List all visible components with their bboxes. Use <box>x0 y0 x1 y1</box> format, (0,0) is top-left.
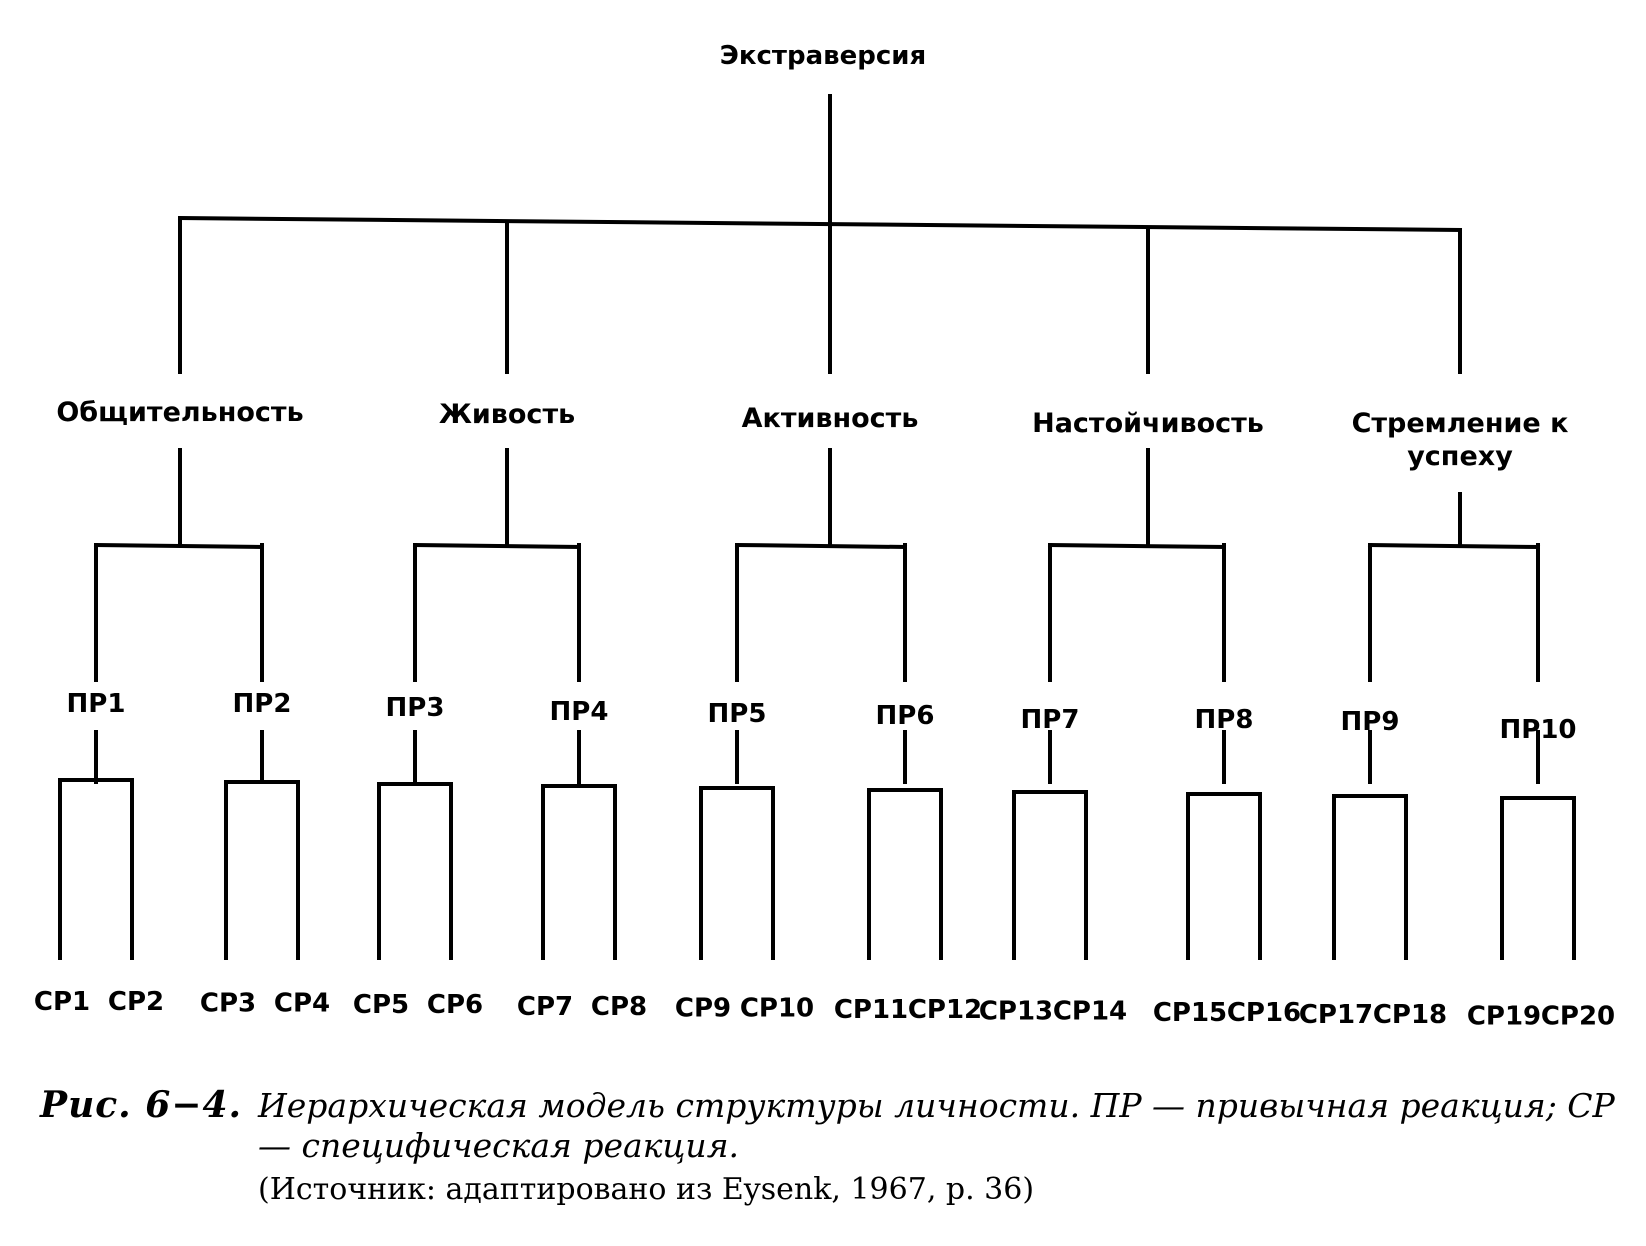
specific-label: СР6 <box>427 990 483 1020</box>
trait-bar <box>412 542 582 550</box>
specific-label: СР13 <box>979 997 1053 1027</box>
trait-bar <box>1367 542 1541 550</box>
habit-label: ПР4 <box>550 697 609 727</box>
specific-label: СР12 <box>908 995 982 1025</box>
habit-label: ПР6 <box>876 701 935 731</box>
specific-label: СР10 <box>740 993 814 1023</box>
trait-label: Настойчивость <box>1032 408 1264 439</box>
habit-label: ПР1 <box>67 689 126 719</box>
trait-label-line2: успеху <box>1407 441 1513 472</box>
specific-label: СР8 <box>591 992 647 1022</box>
specific-label: СР11 <box>834 995 908 1025</box>
specific-label: СР1 <box>34 987 90 1017</box>
figure-caption: Рис. 6−4. Иерархическая модель структуры… <box>40 1084 1620 1207</box>
habit-label: ПР3 <box>386 693 445 723</box>
root-bar <box>177 215 1463 233</box>
trait-label: Живость <box>439 399 575 430</box>
specific-label: СР15 <box>1153 998 1227 1028</box>
trait-label: Общительность <box>56 397 303 428</box>
specific-label: СР17 <box>1299 1000 1373 1030</box>
trait-bar <box>1047 542 1227 550</box>
specific-label: СР20 <box>1541 1001 1615 1031</box>
root-label: Экстраверсия <box>720 41 926 71</box>
trait-label: Активность <box>742 403 919 434</box>
specific-label: СР4 <box>274 989 330 1019</box>
specific-label: СР14 <box>1053 997 1127 1027</box>
figure-source: (Источник: адаптировано из Eysenk, 1967,… <box>258 1172 1035 1207</box>
specific-label: СР7 <box>517 992 573 1022</box>
trait-label: Стремление к <box>1352 408 1569 439</box>
figure-number: Рис. 6−4. <box>40 1084 243 1126</box>
habit-label: ПР2 <box>233 689 292 719</box>
specific-label: СР5 <box>353 990 409 1020</box>
habit-label: ПР5 <box>708 699 767 729</box>
specific-label: СР2 <box>108 987 164 1017</box>
specific-label: СР16 <box>1227 998 1301 1028</box>
specific-label: СР19 <box>1467 1001 1541 1031</box>
figure-caption-text: Иерархическая модель структуры личности.… <box>258 1086 1615 1165</box>
specific-label: СР9 <box>675 993 731 1023</box>
trait-bar <box>734 542 908 550</box>
specific-label: СР3 <box>200 989 256 1019</box>
specific-label: СР18 <box>1373 1000 1447 1030</box>
trait-bar <box>93 542 265 550</box>
